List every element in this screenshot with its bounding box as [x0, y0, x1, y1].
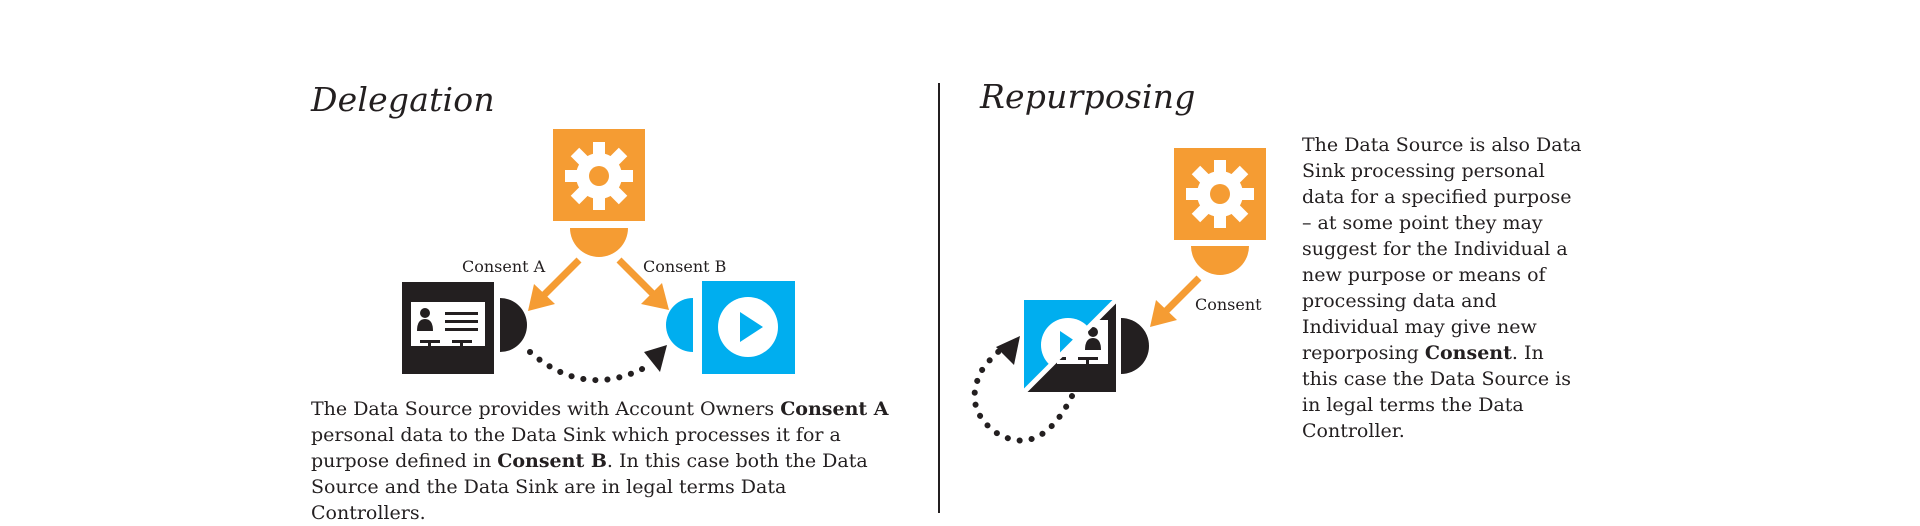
consent-b-arrow [616, 257, 669, 310]
consent-emphasis: Consent [1424, 342, 1512, 364]
dotted-flow-arrow [527, 345, 667, 384]
consent-b-label: Consent B [643, 257, 727, 276]
split-line [1022, 298, 1118, 394]
repurposing-source-sink [1022, 298, 1149, 394]
repurposing-processor [1174, 148, 1266, 275]
data-source-connector [500, 298, 527, 352]
text-segment: The Data Source is also Data Sink proces… [1302, 134, 1582, 364]
consent-b-emphasis: Consent B [497, 450, 607, 472]
delegation-description: The Data Source provides with Account Ow… [311, 396, 901, 526]
delegation-title: Delegation [311, 80, 495, 119]
section-divider [938, 83, 940, 513]
repurposing-description: The Data Source is also Data Sink proces… [1302, 132, 1582, 444]
consent-a-emphasis: Consent A [780, 398, 889, 420]
id-card-icon [411, 302, 485, 352]
text-segment: . In this case the Data Source is in leg… [1302, 342, 1571, 442]
data-sink-connector [666, 298, 693, 352]
gear-icon [1186, 160, 1254, 228]
dotted-loop-arrow [971, 336, 1075, 444]
delegation-data-sink [666, 281, 795, 374]
text-segment: personal data to the Data Sink which pro… [311, 424, 841, 472]
text-segment: The Data Source provides with Account Ow… [311, 398, 781, 420]
consent-a-arrow [528, 257, 582, 311]
delegation-data-source [402, 282, 527, 374]
source-connector [1121, 318, 1149, 374]
repurposing-title: Repurposing [980, 77, 1196, 116]
consent-a-label: Consent A [462, 257, 546, 276]
play-icon [718, 297, 778, 357]
gear-icon [565, 142, 633, 210]
consent-label: Consent [1195, 295, 1262, 314]
delegation-processor [553, 129, 645, 257]
consent-diagram [402, 129, 1266, 444]
consent-arrow [1150, 275, 1202, 327]
processor-connector [570, 228, 628, 257]
processor-connector [1191, 246, 1249, 275]
